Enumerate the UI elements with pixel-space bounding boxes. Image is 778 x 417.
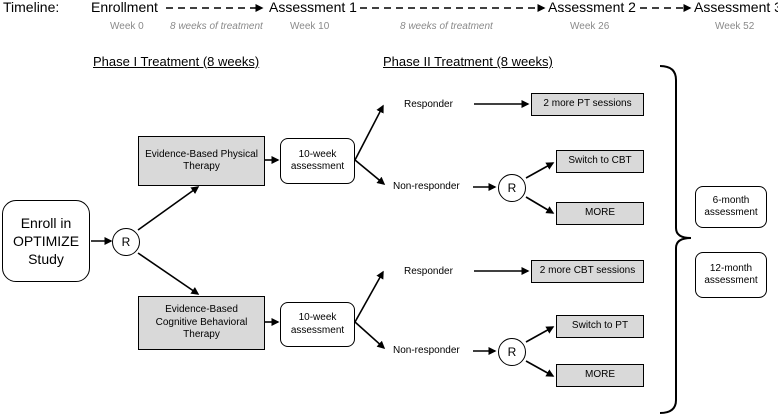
cbt-assessment-box: 10-week assessment (280, 302, 355, 347)
arrow-cbt-r-switch (525, 326, 555, 343)
twelve-month-line-2: assessment (704, 275, 758, 286)
arrow-pt-r-switch (525, 162, 555, 179)
phase-1-header: Phase I Treatment (8 weeks) (93, 54, 260, 69)
cbt-treatment-box: Evidence-Based Cognitive Behavioral Ther… (138, 296, 265, 350)
cbt-assessment-line-2: assessment (290, 324, 345, 336)
week-0: Week 0 (110, 21, 144, 32)
pt-treatment-line-1: Evidence-Based Physical (145, 148, 258, 160)
treatment-gap-2: 8 weeks of treatment (400, 21, 493, 32)
switch-to-cbt-box: Switch to CBT (556, 150, 644, 173)
week-52: Week 52 (715, 21, 755, 32)
milestone-enrollment: Enrollment (91, 0, 158, 15)
pt-treatment-line-2: Therapy (183, 161, 220, 172)
arrow-pt-assess-nonresponder (354, 159, 386, 185)
randomization-node-main: R (112, 228, 140, 256)
cbt-responder-label: Responder (404, 266, 453, 277)
cbt-treatment-line-3: Therapy (183, 329, 220, 341)
cbt-responder-outcome-box: 2 more CBT sessions (531, 260, 644, 283)
cbt-nonresponder-label: Non-responder (393, 345, 460, 356)
arrow-pt-assess-responder (354, 104, 384, 161)
pt-assessment-line-1: 10-week (298, 148, 337, 160)
pt-responder-label: Responder (404, 99, 453, 110)
randomization-node-cbt: R (498, 338, 526, 366)
pt-assessment-line-2: assessment (290, 161, 345, 172)
pt-more-box: MORE (556, 202, 644, 225)
six-month-line-1: 6-month (712, 194, 750, 206)
right-brace (659, 65, 692, 414)
twelve-month-assessment-box: 12-month assessment (695, 252, 767, 298)
week-10: Week 10 (290, 21, 330, 32)
timeline-label: Timeline: (3, 0, 60, 15)
arrow-cbt-assess-responder (354, 270, 384, 323)
randomization-node-pt: R (498, 174, 526, 202)
pt-assessment-box: 10-week assessment (280, 138, 355, 184)
milestone-assessment-1: Assessment 1 (269, 0, 357, 15)
enroll-box: Enroll in OPTIMIZE Study (2, 200, 90, 282)
enroll-line-1: Enroll in (20, 214, 72, 231)
cbt-more-box: MORE (556, 364, 644, 387)
cbt-treatment-line-2: Cognitive Behavioral (155, 316, 248, 328)
treatment-gap-1: 8 weeks of treatment (170, 21, 263, 32)
pt-nonresponder-label: Non-responder (393, 181, 460, 192)
twelve-month-line-1: 12-month (709, 262, 753, 274)
arrow-r-to-cbt (137, 252, 200, 295)
week-26: Week 26 (570, 21, 610, 32)
six-month-assessment-box: 6-month assessment (695, 186, 767, 228)
arrow-cbt-r-more (525, 360, 555, 377)
pt-responder-outcome-box: 2 more PT sessions (531, 93, 644, 116)
pt-treatment-box: Evidence-Based Physical Therapy (138, 136, 265, 186)
arrow-cbt-assess-nonresponder (354, 321, 386, 350)
phase-2-header: Phase II Treatment (8 weeks) (383, 54, 553, 69)
enroll-line-2: OPTIMIZE (12, 232, 80, 249)
milestone-assessment-3: Assessment 3 (694, 0, 778, 15)
six-month-line-2: assessment (704, 207, 758, 218)
enroll-line-3: Study (28, 251, 64, 268)
cbt-treatment-line-1: Evidence-Based (165, 304, 238, 316)
switch-to-pt-box: Switch to PT (556, 315, 644, 338)
cbt-assessment-line-1: 10-week (298, 312, 337, 323)
milestone-assessment-2: Assessment 2 (548, 0, 636, 15)
arrow-r-to-pt (137, 186, 200, 231)
arrow-pt-r-more (525, 196, 555, 214)
